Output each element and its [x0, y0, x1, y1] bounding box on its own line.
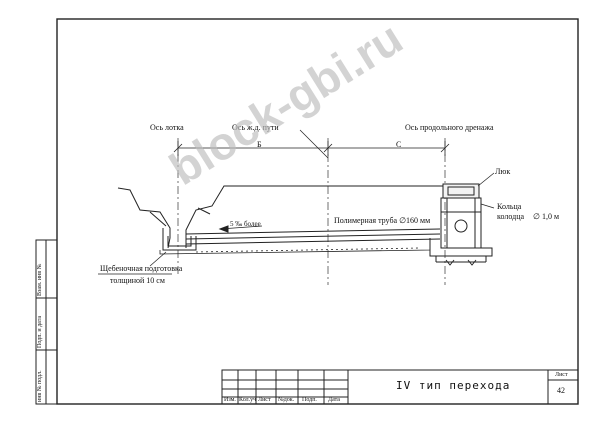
label-slope: 5 ‰ более — [230, 220, 261, 228]
label-hatch: Люк — [495, 167, 511, 176]
label-gravel-1: Щебеночная подготовка — [100, 264, 183, 273]
polymer-pipe — [185, 225, 441, 245]
sheet-label: Лист — [555, 372, 568, 378]
label-dim-c: С — [396, 140, 402, 149]
label-dim-b: Б — [257, 140, 262, 149]
tb-header-koluch: Кол.уч — [239, 397, 257, 403]
side-stamp — [35, 239, 58, 405]
stamp-col2: Подп. и дата — [37, 315, 43, 348]
tb-header-data: Дата — [328, 397, 340, 403]
tb-header-podp: Подп. — [302, 397, 317, 403]
manhole-well — [429, 183, 493, 266]
label-gravel-2: толщиной 10 см — [110, 276, 165, 285]
drawing-title: IV тип перехода — [396, 379, 511, 392]
stamp-col1: Взам. инв № — [37, 263, 43, 296]
label-rings-1: Кольца — [497, 202, 522, 211]
ground-profile — [117, 185, 445, 249]
label-axis-drain: Ось продольного дренажа — [405, 123, 494, 132]
tray — [162, 228, 197, 251]
label-axis-rail: Ось ж.д. пути — [232, 123, 279, 132]
label-rings-2: колодца — [497, 212, 525, 221]
title-block — [221, 369, 579, 405]
stamp-col3: инв № подл. — [37, 370, 43, 402]
sheet-number: 42 — [557, 386, 565, 395]
tb-header-list: Лист — [258, 397, 271, 403]
tb-header-ndok: №док. — [278, 397, 295, 403]
tb-header-izm: Изм. — [224, 397, 236, 403]
gravel-bed — [159, 244, 431, 255]
label-pipe: Полимерная труба ∅160 мм — [334, 216, 431, 225]
axis-rail-leader — [299, 129, 329, 159]
leaders — [98, 172, 495, 275]
axis-lines — [177, 138, 446, 285]
label-ring-dia: ∅ 1,0 м — [533, 212, 560, 221]
label-axis-tray: Ось лотка — [150, 123, 184, 132]
